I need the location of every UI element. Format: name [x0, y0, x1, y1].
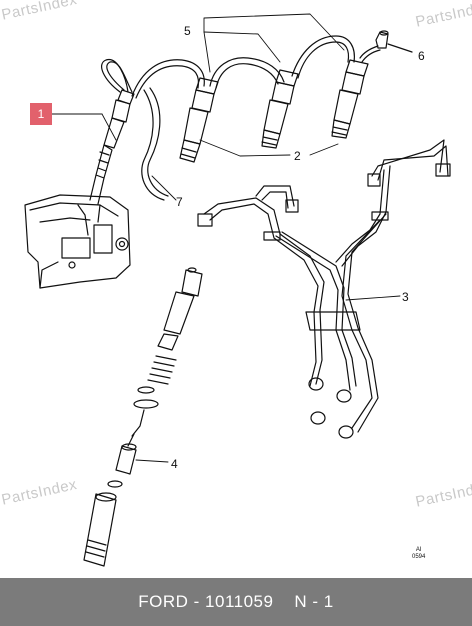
leak-off-pipe [101, 35, 381, 99]
injector-row [179, 59, 369, 163]
callout-3[interactable]: 3 [402, 290, 409, 304]
leader-lines [51, 13, 401, 463]
footer-brand: FORD [138, 592, 189, 611]
drawing-reference: AI 0594 [412, 547, 425, 561]
callout-1-highlighted[interactable]: 1 [30, 103, 52, 125]
drawing-reference-code: AI [415, 547, 422, 553]
footer-position: N - 1 [294, 592, 334, 611]
exploded-injector [83, 267, 203, 567]
drawing-reference-number: 0594 [412, 554, 426, 560]
part-info-footer: FORD - 1011059 N - 1 [0, 578, 472, 626]
injector-pipe-set [197, 139, 451, 439]
injector-upper-left [89, 89, 135, 205]
footer-separator: - [188, 592, 206, 611]
banjo-cap [375, 30, 413, 53]
callout-5[interactable]: 5 [184, 24, 191, 38]
engine-block [24, 194, 131, 289]
footer-gap [273, 592, 294, 612]
footer-part-number: 1011059 [205, 592, 274, 611]
callout-6[interactable]: 6 [418, 49, 425, 63]
callout-7[interactable]: 7 [176, 195, 183, 209]
hose [141, 87, 169, 201]
exploded-parts-drawing [24, 13, 451, 567]
callout-2[interactable]: 2 [294, 149, 301, 163]
callout-4[interactable]: 4 [171, 457, 178, 471]
